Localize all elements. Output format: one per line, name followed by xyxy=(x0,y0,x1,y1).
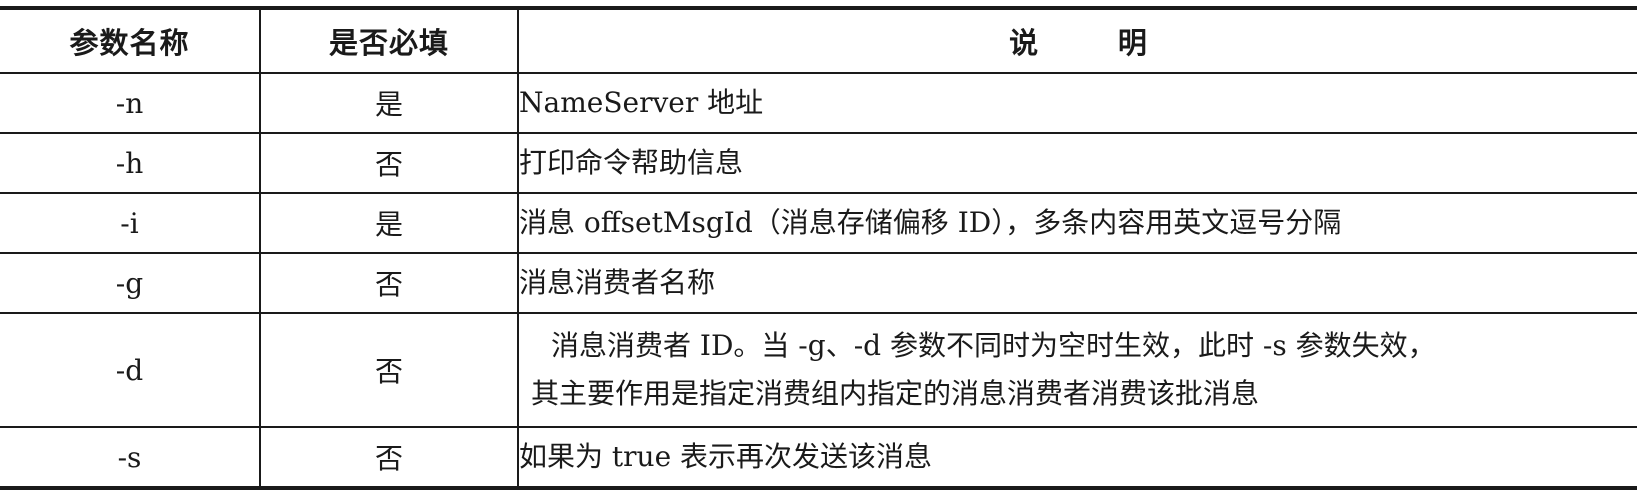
description-cell: 消息 offsetMsgId（消息存储偏移 ID），多条内容用英文逗号分隔 xyxy=(518,193,1637,254)
param-name-cell: -s xyxy=(0,427,261,488)
table-row: -g 否 消息消费者名称 xyxy=(0,253,1637,314)
header-row: 参数名称 是否必填 说 明 xyxy=(0,8,1637,74)
param-name-cell: -i xyxy=(0,193,261,254)
header-description-text: 说 明 xyxy=(1009,26,1182,60)
description-line-1: 消息消费者 ID。当 -g、-d 参数不同时为空时生效，此时 -s 参数失效， xyxy=(531,322,1637,370)
table-header: 参数名称 是否必填 说 明 xyxy=(0,8,1637,74)
required-cell: 是 xyxy=(260,73,519,134)
table-row: -s 否 如果为 true 表示再次发送该消息 xyxy=(0,427,1637,488)
description-cell: 消息消费者名称 xyxy=(518,253,1637,314)
param-name-cell: -n xyxy=(0,73,261,134)
required-cell: 否 xyxy=(260,133,519,194)
param-name-cell: -d xyxy=(0,313,261,428)
description-cell: 消息消费者 ID。当 -g、-d 参数不同时为空时生效，此时 -s 参数失效， … xyxy=(518,313,1637,428)
table-row: -i 是 消息 offsetMsgId（消息存储偏移 ID），多条内容用英文逗号… xyxy=(0,193,1637,254)
table-row: -h 否 打印命令帮助信息 xyxy=(0,133,1637,194)
required-cell: 否 xyxy=(260,313,519,428)
header-description: 说 明 xyxy=(518,8,1637,74)
param-name-cell: -g xyxy=(0,253,261,314)
param-name-cell: -h xyxy=(0,133,261,194)
parameter-table-container: 参数名称 是否必填 说 明 -n 是 NameServer 地址 -h 否 打印… xyxy=(0,6,1637,490)
table-row: -d 否 消息消费者 ID。当 -g、-d 参数不同时为空时生效，此时 -s 参… xyxy=(0,313,1637,428)
required-cell: 否 xyxy=(260,427,519,488)
description-cell: 打印命令帮助信息 xyxy=(518,133,1637,194)
required-cell: 否 xyxy=(260,253,519,314)
description-cell: 如果为 true 表示再次发送该消息 xyxy=(519,440,933,473)
required-cell: 是 xyxy=(260,193,519,254)
table-row: -n 是 NameServer 地址 xyxy=(0,73,1637,134)
description-line-2: 其主要作用是指定消费组内指定的消息消费者消费该批消息 xyxy=(531,377,1260,410)
header-required: 是否必填 xyxy=(260,8,519,74)
table-body: -n 是 NameServer 地址 -h 否 打印命令帮助信息 -i 是 消息… xyxy=(0,73,1637,488)
parameter-table: 参数名称 是否必填 说 明 -n 是 NameServer 地址 -h 否 打印… xyxy=(0,6,1637,490)
header-param-name: 参数名称 xyxy=(0,8,261,74)
description-line-1-text: 消息消费者 ID。当 -g、-d 参数不同时为空时生效，此时 -s 参数失效， xyxy=(551,329,1436,362)
description-cell: NameServer 地址 xyxy=(518,73,1637,134)
